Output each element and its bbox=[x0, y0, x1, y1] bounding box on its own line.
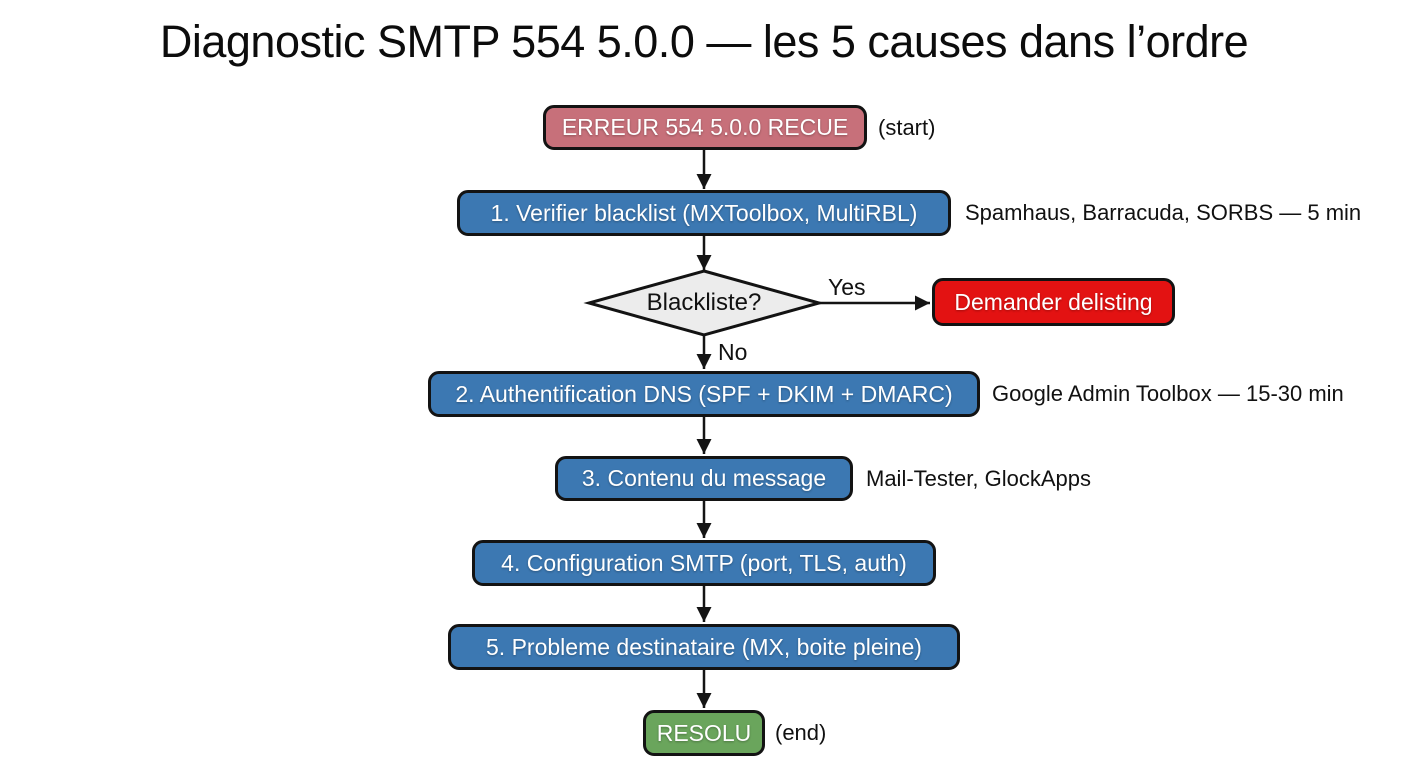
step-3-note: Mail-Tester, GlockApps bbox=[866, 465, 1091, 491]
end-node-label: RESOLU bbox=[656, 719, 752, 746]
branch-label-no: No bbox=[718, 339, 748, 365]
step-2-node: 2. Authentification DNS (SPF + DKIM + DM… bbox=[428, 371, 980, 417]
start-node-label: ERREUR 554 5.0.0 RECUE bbox=[561, 114, 849, 140]
step-5-label: 5. Probleme destinataire (MX, boite plei… bbox=[486, 633, 922, 660]
step-2-label: 2. Authentification DNS (SPF + DKIM + DM… bbox=[455, 380, 953, 407]
step-5-node: 5. Probleme destinataire (MX, boite plei… bbox=[448, 624, 960, 670]
start-node: ERREUR 554 5.0.0 RECUE bbox=[543, 105, 867, 150]
end-node: RESOLU bbox=[643, 710, 765, 756]
step-1-note: Spamhaus, Barracuda, SORBS — 5 min bbox=[965, 200, 1362, 225]
page-title: Diagnostic SMTP 554 5.0.0 — les 5 causes… bbox=[159, 16, 1249, 67]
step-3-node: 3. Contenu du message bbox=[555, 456, 853, 501]
branch-label-yes: Yes bbox=[828, 274, 866, 300]
start-annotation: (start) bbox=[878, 114, 936, 140]
step-4-label: 4. Configuration SMTP (port, TLS, auth) bbox=[501, 549, 907, 576]
decision-diamond-shape bbox=[583, 269, 825, 337]
step-1-node: 1. Verifier blacklist (MXToolbox, MultiR… bbox=[457, 190, 951, 236]
delisting-node: Demander delisting bbox=[932, 278, 1175, 326]
step-1-label: 1. Verifier blacklist (MXToolbox, MultiR… bbox=[490, 199, 918, 226]
decision-node-label: Blackliste? bbox=[646, 289, 762, 316]
step-4-node: 4. Configuration SMTP (port, TLS, auth) bbox=[472, 540, 936, 586]
end-annotation: (end) bbox=[775, 720, 827, 745]
step-3-label: 3. Contenu du message bbox=[581, 465, 827, 491]
delisting-node-label: Demander delisting bbox=[954, 288, 1153, 315]
step-2-note: Google Admin Toolbox — 15-30 min bbox=[992, 381, 1344, 406]
